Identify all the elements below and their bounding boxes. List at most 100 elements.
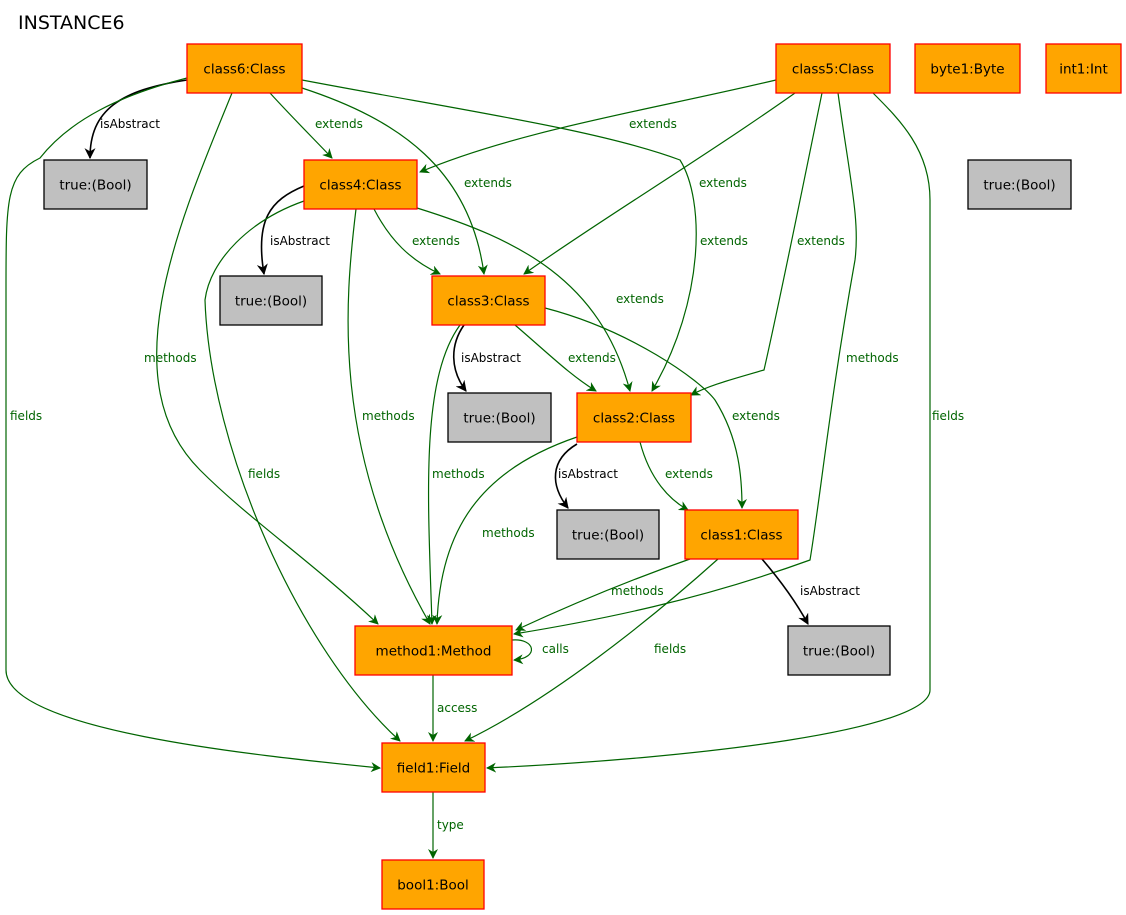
edge-c3-abs [453, 324, 467, 392]
edge-label-c2-methods: methods [482, 526, 535, 540]
node-int1[interactable]: int1:Int [1045, 43, 1122, 94]
edge-label-c1-fields: fields [654, 642, 686, 656]
edge-c3-ext-c2 [514, 324, 597, 392]
edge-label-c5-ext-c3: extends [700, 234, 748, 248]
edge-label-c4-methods: methods [362, 409, 415, 423]
edge-label-m1-calls: calls [542, 642, 569, 656]
edge-c1-abs [761, 558, 809, 625]
edge-c3-methods [426, 324, 461, 625]
edge-c6-ext-c3 [301, 87, 488, 275]
node-true-c[interactable]: true:(Bool) [447, 392, 552, 443]
node-box [1045, 43, 1122, 94]
node-label: class3:Class [447, 294, 529, 310]
edge-label-c5-fields: fields [932, 409, 964, 423]
edge-c6-ext-c4 [269, 92, 333, 159]
node-label: int1:Int [1059, 62, 1108, 78]
node-box [186, 43, 303, 94]
node-label: bool1:Bool [397, 878, 469, 894]
node-true-b[interactable]: true:(Bool) [219, 275, 323, 326]
node-box [787, 625, 891, 676]
node-bool1[interactable]: bool1:Bool [381, 859, 485, 910]
node-box [914, 43, 1021, 94]
edge-c4-fields [204, 200, 401, 742]
node-box [381, 859, 485, 910]
edge-label-m1-access: access [437, 701, 477, 715]
edge-c6-methods [156, 92, 379, 625]
edge-label-c6-ext-c4: extends [315, 117, 363, 131]
edge-labels-layer: isAbstract extends extends extends methods fi… [10, 117, 964, 832]
edge-label-c5-methods: methods [846, 351, 899, 365]
node-label: true:(Bool) [235, 294, 307, 310]
edge-label-c1-abs: isAbstract [800, 584, 860, 598]
node-label: class5:Class [792, 62, 874, 78]
edge-c5-ext-c3 [523, 92, 796, 275]
edge-c4-ext-c3 [373, 208, 441, 275]
edge-label-c6-ext-c3: extends [464, 176, 512, 190]
node-label: class6:Class [203, 62, 285, 78]
node-label: class1:Class [700, 528, 782, 544]
node-label: true:(Bool) [983, 178, 1055, 194]
node-class1[interactable]: class1:Class [684, 509, 799, 560]
edge-label-c3-abs: isAbstract [461, 351, 521, 365]
edge-label-c4-ext-c2: extends [616, 292, 664, 306]
node-true-f[interactable]: true:(Bool) [787, 625, 891, 676]
edge-c2-abs [554, 443, 578, 509]
node-box [431, 275, 546, 326]
node-class6[interactable]: class6:Class [186, 43, 303, 94]
node-box [967, 159, 1072, 210]
node-label: class2:Class [593, 411, 675, 427]
node-label: class4:Class [319, 178, 401, 194]
edge-c4-abs [256, 185, 305, 276]
edge-label-c4-abs: isAbstract [270, 234, 330, 248]
node-label: true:(Bool) [803, 644, 875, 660]
diagram-title: INSTANCE6 [18, 12, 125, 34]
edge-label-c3-methods: methods [432, 467, 485, 481]
edge-m1-calls [511, 639, 533, 665]
edge-label-c4-fields: fields [248, 467, 280, 481]
edge-c5-fields [486, 92, 931, 773]
node-label: true:(Bool) [59, 178, 131, 194]
edge-label-c2-ext-c1: extends [665, 467, 713, 481]
node-label: byte1:Byte [930, 62, 1004, 78]
edge-label-c3-ext-c2: extends [568, 351, 616, 365]
node-true-d[interactable]: true:(Bool) [556, 509, 660, 560]
edge-label-f1-type: type [437, 818, 464, 832]
edge-label-c3-ext-c1: extends [732, 409, 780, 423]
node-box [684, 509, 799, 560]
node-true-a[interactable]: true:(Bool) [43, 159, 148, 210]
edge-label-c1-methods: methods [611, 584, 664, 598]
node-label: method1:Method [376, 644, 492, 660]
edge-c2-ext-c1 [639, 441, 689, 511]
node-box [303, 159, 418, 210]
node-byte1[interactable]: byte1:Byte [914, 43, 1021, 94]
node-label: field1:Field [397, 761, 470, 777]
edge-c5-methods [513, 92, 857, 638]
node-class4[interactable]: class4:Class [303, 159, 418, 210]
edge-label-c6-ext-c2: extends [699, 176, 747, 190]
node-box [354, 625, 513, 676]
node-true-e[interactable]: true:(Bool) [967, 159, 1072, 210]
edge-label-c5-ext-c2: extends [797, 234, 845, 248]
edge-label-c4-ext-c3: extends [412, 234, 460, 248]
node-box [219, 275, 323, 326]
node-box [576, 392, 692, 443]
edges-layer [5, 77, 931, 859]
node-box [775, 43, 891, 94]
edge-c6-ext-c2 [301, 79, 697, 392]
edge-c4-methods [347, 208, 431, 625]
edge-c3-ext-c1 [544, 307, 747, 509]
node-class3[interactable]: class3:Class [431, 275, 546, 326]
node-label: true:(Bool) [463, 411, 535, 427]
node-method1[interactable]: method1:Method [354, 625, 513, 676]
edge-label-c2-abs: isAbstract [558, 467, 618, 481]
edge-label-c6-methods: methods [144, 351, 197, 365]
node-box [43, 159, 148, 210]
node-field1[interactable]: field1:Field [381, 742, 486, 793]
nodes-layer: class6:Class class5:Class byte1:Byte int1:I… [43, 43, 1122, 910]
edge-c4-ext-c2 [416, 207, 633, 392]
edge-c2-methods [432, 436, 578, 625]
node-class2[interactable]: class2:Class [576, 392, 692, 443]
edge-c1-fields [464, 558, 719, 742]
node-class5[interactable]: class5:Class [775, 43, 891, 94]
